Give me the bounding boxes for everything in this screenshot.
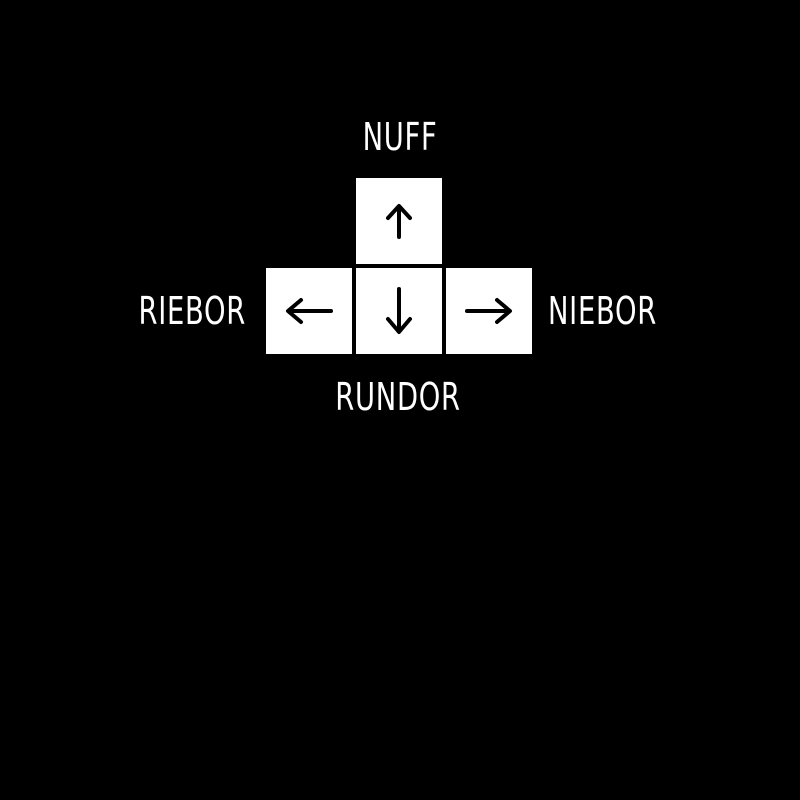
label-right: NIEBOR — [548, 289, 657, 333]
label-down: RUNDOR — [335, 375, 461, 419]
arrow-up-icon — [386, 204, 412, 239]
down-arrow-key — [356, 268, 442, 354]
label-up: NUFF — [362, 115, 438, 159]
left-arrow-key — [266, 268, 352, 354]
up-arrow-key — [356, 178, 442, 264]
right-arrow-key — [446, 268, 532, 354]
arrow-right-icon — [465, 298, 512, 324]
arrow-down-icon — [386, 287, 412, 334]
label-left: RIEBOR — [138, 289, 246, 333]
arrow-left-icon — [286, 298, 333, 324]
